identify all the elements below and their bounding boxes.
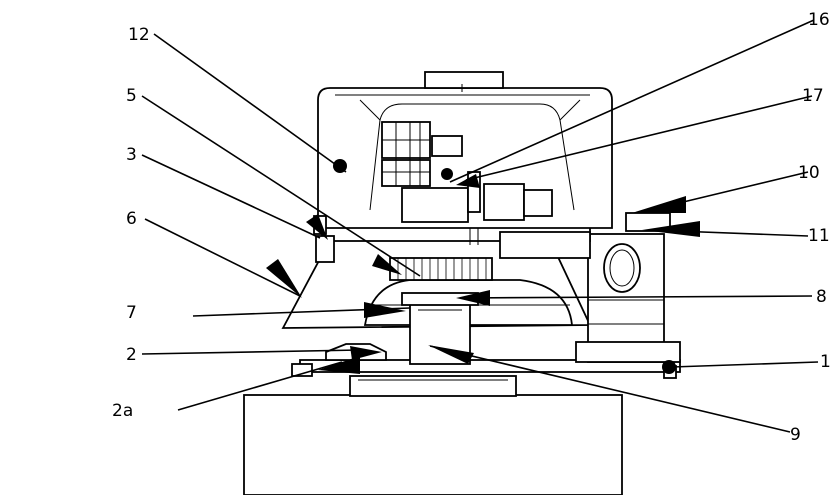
label-11: 11 <box>808 226 830 246</box>
leader-lines <box>141 19 819 433</box>
label-12: 12 <box>128 25 150 45</box>
right-bracket <box>575 212 681 363</box>
label-7: 7 <box>126 303 137 323</box>
inner-mechanism <box>381 121 553 245</box>
label-2: 2 <box>126 345 137 365</box>
upper-plate <box>321 224 591 259</box>
base-block <box>243 375 623 495</box>
label-6: 6 <box>126 209 137 229</box>
label-8: 8 <box>816 287 827 307</box>
label-10: 10 <box>798 163 820 183</box>
callout-labels: 12 5 3 6 7 2 2a 16 17 10 11 8 1 9 <box>112 10 831 445</box>
label-2a: 2a <box>112 401 133 421</box>
label-1: 1 <box>820 352 831 372</box>
gear-stack <box>389 257 493 281</box>
label-5: 5 <box>126 86 137 106</box>
label-16: 16 <box>808 10 830 30</box>
label-3: 3 <box>126 145 137 165</box>
label-17: 17 <box>802 86 824 106</box>
marker-dots <box>333 159 676 374</box>
label-9: 9 <box>790 425 801 445</box>
